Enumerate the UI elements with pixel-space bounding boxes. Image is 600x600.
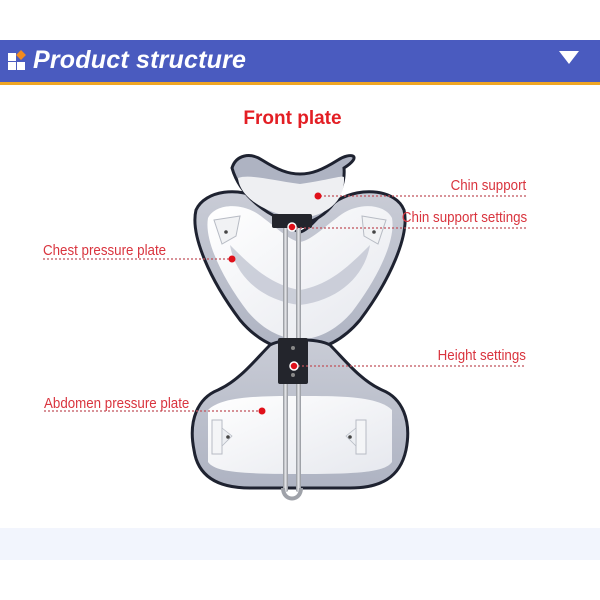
header-underline (0, 82, 600, 85)
triangle-down-icon[interactable] (557, 48, 581, 66)
label-chin-support-settings: Chin support settings (401, 210, 527, 226)
label-abdomen-pressure-plate: Abdomen pressure plate (44, 396, 190, 412)
bottom-band (0, 528, 600, 560)
grid-logo-icon (8, 50, 26, 70)
label-chin-support: Chin support (450, 178, 526, 194)
header-title: Product structure (33, 46, 247, 74)
label-chest-pressure-plate: Chest pressure plate (43, 243, 167, 259)
section-title: Front plate (243, 108, 342, 129)
label-height-settings: Height settings (437, 348, 526, 364)
header-bar (0, 40, 600, 82)
